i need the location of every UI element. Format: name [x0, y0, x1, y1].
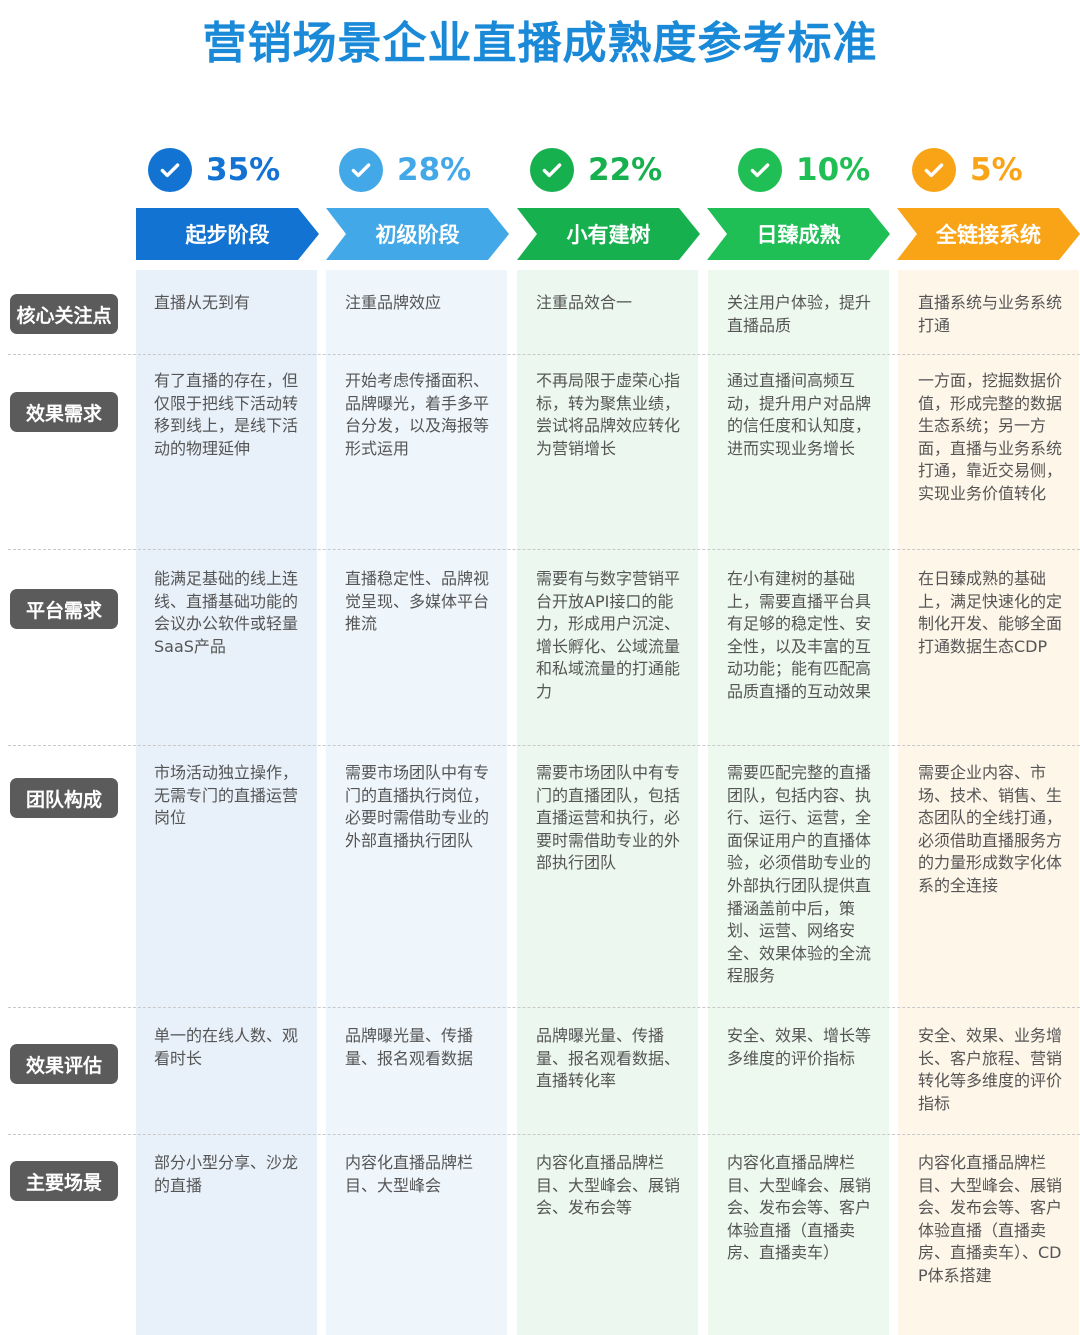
- table-cell: 一方面，挖掘数据价值，形成完整的数据生态系统；另一方面，直播与业务系统打通，靠近…: [918, 371, 1063, 503]
- table-cell: 需要市场团队中有专门的直播执行岗位，必要时需借助专业的外部直播执行团队: [345, 763, 490, 850]
- table-cell: 在日臻成熟的基础上，满足快速化的定制化开发、能够全面打通数据生态CDP: [918, 569, 1063, 656]
- table-cell: 品牌曝光量、传播量、报名观看数据: [345, 1026, 474, 1068]
- percent-group: 5%: [912, 146, 1023, 194]
- row-label: 核心关注点: [10, 294, 118, 334]
- check-circle-icon: [738, 148, 782, 192]
- percent-value: 5%: [970, 152, 1023, 188]
- table-cell: 安全、效果、业务增长、客户旅程、营销转化等多维度的评价指标: [918, 1026, 1063, 1113]
- table-cell: 能满足基础的线上连线、直播基础功能的会议办公软件或轻量SaaS产品: [154, 569, 299, 656]
- stage-banner: 起步阶段: [136, 208, 319, 260]
- column-background: [708, 270, 889, 1335]
- check-circle-icon: [148, 148, 192, 192]
- table-cell: 品牌曝光量、传播量、报名观看数据、直播转化率: [536, 1026, 681, 1091]
- row-divider: [8, 354, 1080, 355]
- table-cell: 单一的在线人数、观看时长: [154, 1026, 299, 1068]
- page-title: 营销场景企业直播成熟度参考标准: [202, 18, 878, 69]
- table-cell: 不再局限于虚荣心指标，转为聚焦业绩，尝试将品牌效应转化为营销增长: [536, 371, 681, 458]
- percent-group: 35%: [148, 146, 280, 194]
- check-circle-icon: [339, 148, 383, 192]
- column-background: [136, 270, 317, 1335]
- table-cell: 注重品牌效应: [345, 293, 442, 312]
- table-cell: 开始考虑传播面积、品牌曝光，着手多平台分发，以及海报等形式运用: [345, 371, 490, 458]
- percent-group: 22%: [530, 146, 662, 194]
- table-cell: 有了直播的存在，但仅限于把线下活动转移到线上，是线下活动的物理延伸: [154, 371, 299, 458]
- row-label: 主要场景: [10, 1161, 118, 1201]
- table-cell: 内容化直播品牌栏目、大型峰会、展销会、发布会等、客户体验直播（直播卖房、直播卖车…: [918, 1153, 1063, 1285]
- column-background: [326, 270, 507, 1335]
- table-cell: 需要企业内容、市场、技术、销售、生态团队的全线打通，必须借助直播服务方的力量形成…: [918, 763, 1063, 895]
- row-divider: [8, 1007, 1080, 1008]
- column-background: [517, 270, 698, 1335]
- row-label: 效果评估: [10, 1044, 118, 1084]
- percent-value: 10%: [796, 152, 871, 188]
- row-divider: [8, 745, 1080, 746]
- check-circle-icon: [530, 148, 574, 192]
- row-label: 团队构成: [10, 778, 118, 818]
- percent-group: 10%: [738, 146, 870, 194]
- table-cell: 需要有与数字营销平台开放API接口的能力，形成用户沉淀、增长孵化、公域流量和私域…: [536, 569, 681, 701]
- row-divider: [8, 549, 1080, 550]
- row-divider: [8, 1134, 1080, 1135]
- percent-value: 28%: [397, 152, 472, 188]
- table-cell: 安全、效果、增长等多维度的评价指标: [727, 1026, 872, 1068]
- table-cell: 通过直播间高频互动，提升用户对品牌的信任度和认知度，进而实现业务增长: [727, 371, 872, 458]
- percent-group: 28%: [339, 146, 471, 194]
- table-cell: 需要市场团队中有专门的直播团队，包括直播运营和执行，必要时需借助专业的外部执行团…: [536, 763, 681, 873]
- table-cell: 部分小型分享、沙龙的直播: [154, 1153, 299, 1195]
- percent-value: 35%: [206, 152, 281, 188]
- stage-banner: 全链接系统: [897, 208, 1080, 260]
- row-label: 平台需求: [10, 589, 118, 629]
- table-cell: 关注用户体验，提升直播品质: [727, 293, 872, 335]
- table-cell: 内容化直播品牌栏目、大型峰会: [345, 1153, 474, 1195]
- table-cell: 内容化直播品牌栏目、大型峰会、展销会、发布会等、客户体验直播（直播卖房、直播卖车…: [727, 1153, 872, 1263]
- table-cell: 在小有建树的基础上，需要直播平台具有足够的稳定性、安全性，以及丰富的互动功能；能…: [727, 569, 872, 701]
- table-cell: 直播从无到有: [154, 293, 251, 312]
- percent-value: 22%: [588, 152, 663, 188]
- table-cell: 内容化直播品牌栏目、大型峰会、展销会、发布会等: [536, 1153, 681, 1218]
- table-cell: 需要匹配完整的直播团队，包括内容、执行、运行、运营，全面保证用户的直播体验，必须…: [727, 763, 872, 986]
- stage-banner: 小有建树: [517, 208, 700, 260]
- table-cell: 直播系统与业务系统打通: [918, 293, 1063, 335]
- stage-banner: 初级阶段: [326, 208, 509, 260]
- column-background: [898, 270, 1079, 1335]
- table-cell: 市场活动独立操作，无需专门的直播运营岗位: [154, 763, 299, 828]
- table-cell: 直播稳定性、品牌视觉呈现、多媒体平台推流: [345, 569, 490, 634]
- check-circle-icon: [912, 148, 956, 192]
- stage-banner: 日臻成熟: [707, 208, 890, 260]
- row-label: 效果需求: [10, 392, 118, 432]
- table-cell: 注重品效合一: [536, 293, 633, 312]
